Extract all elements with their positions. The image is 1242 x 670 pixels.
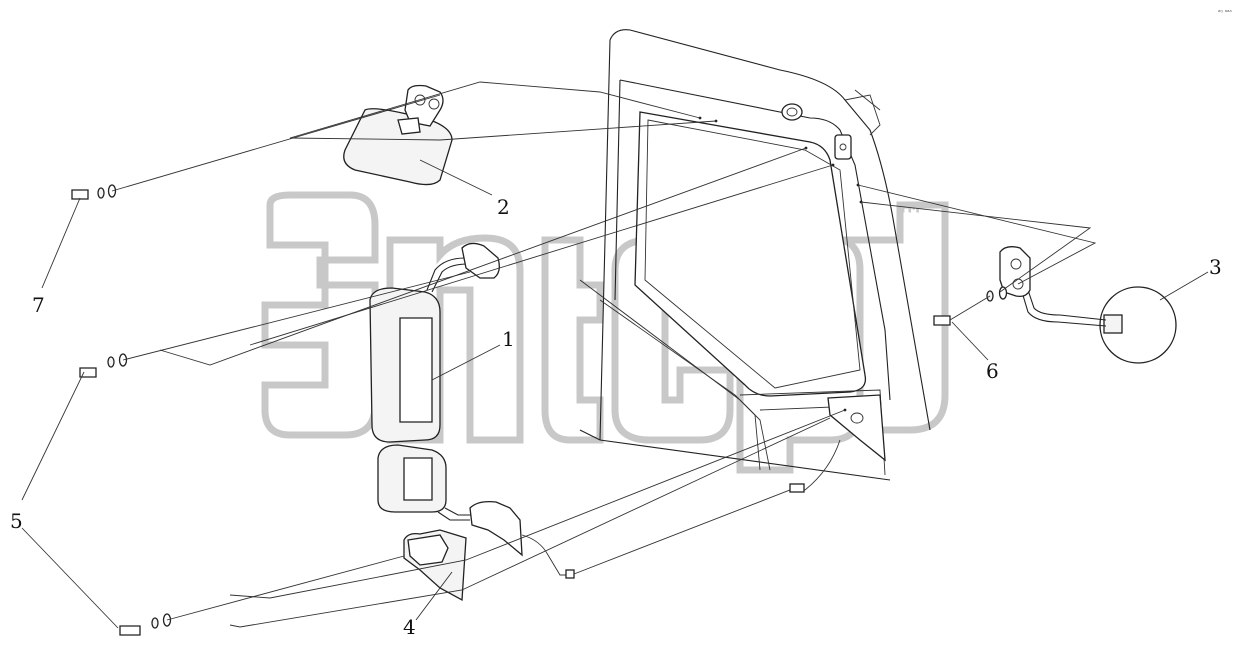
part-4-bracket <box>403 529 467 602</box>
callout-3: 3 <box>1209 255 1222 279</box>
assembly-lines <box>111 81 1097 628</box>
callout-7: 7 <box>32 293 45 317</box>
corner-note: ᵃᵑ ᵃᵃᵃ <box>1218 9 1232 16</box>
leader-lines <box>21 159 1209 629</box>
part-2-interior-mirror <box>343 84 453 186</box>
callout-6: 6 <box>986 359 999 383</box>
callouts: 1 2 3 4 5 6 7 <box>10 195 1222 639</box>
callout-4: 4 <box>403 615 416 639</box>
callout-5: 5 <box>10 509 23 533</box>
watermark-trademark: ™ <box>895 199 925 234</box>
part-1-main-mirror <box>369 242 575 579</box>
callout-1: 1 <box>502 327 515 351</box>
part-3-side-mirror <box>999 246 1177 364</box>
callout-2: 2 <box>497 195 510 219</box>
cab-door-frame <box>579 29 931 481</box>
